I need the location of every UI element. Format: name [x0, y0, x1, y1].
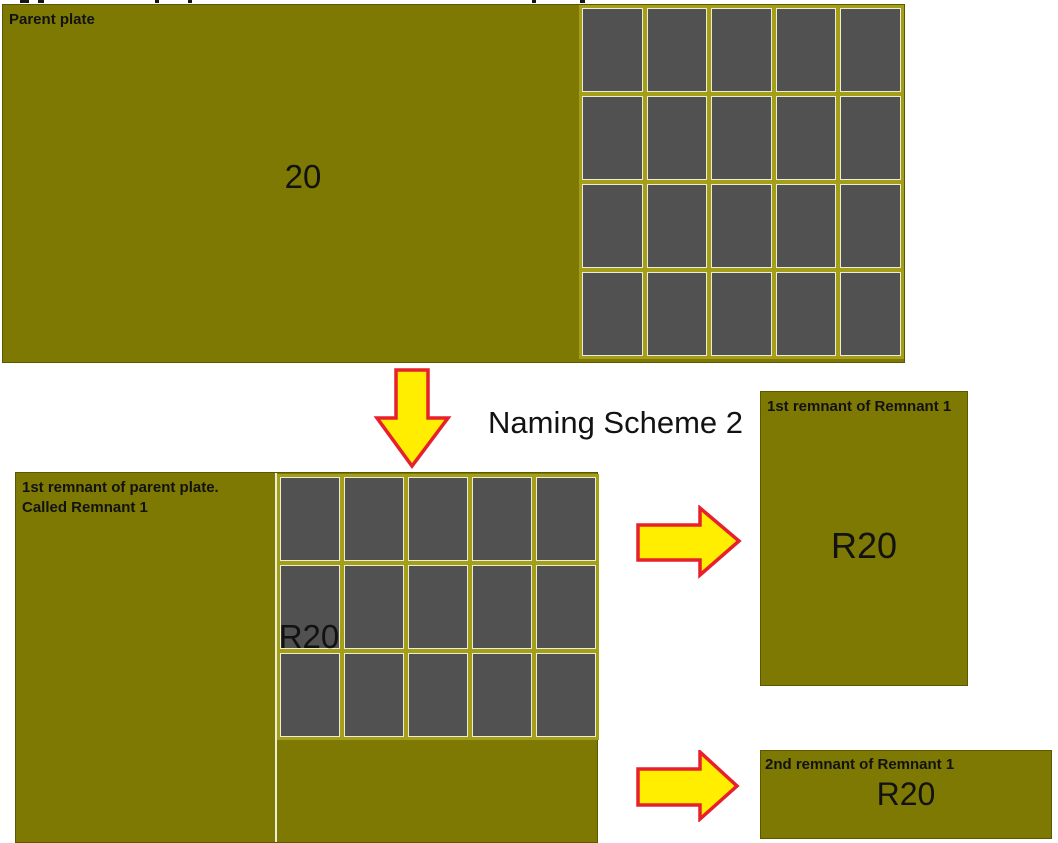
nested-part-cell [472, 477, 532, 561]
remnant-1-2-number: R20 [876, 776, 936, 812]
nested-part-cell [582, 96, 643, 180]
cropped-text-artifact [580, 0, 585, 3]
nested-part-cell [472, 565, 532, 649]
remnant-1-label-line2: Called Remnant 1 [22, 499, 148, 516]
remnant-cut-line [275, 473, 277, 842]
nested-part-cell [646, 8, 708, 92]
remnant-1-2-label: 2nd remnant of Remnant 1 [765, 756, 955, 773]
nested-part-cell [646, 272, 708, 356]
nested-part-cell [840, 184, 901, 268]
nested-part-cell [775, 8, 837, 92]
parent-plate-label: Parent plate [9, 11, 95, 28]
nested-part-cell [840, 96, 901, 180]
nested-part-cell [775, 184, 837, 268]
remnant-1-1-plate: 1st remnant of Remnant 1 R20 [760, 391, 968, 686]
nested-part-cell [582, 8, 643, 92]
nested-part-cell [280, 477, 340, 561]
nested-part-cell [711, 8, 772, 92]
nested-part-cell [775, 96, 837, 180]
nested-part-cell [408, 565, 468, 649]
remnant-1-1-label: 1st remnant of Remnant 1 [767, 398, 952, 415]
nested-part-cell [646, 96, 708, 180]
nested-part-cell [646, 184, 708, 268]
parent-plate: Parent plate 20 [2, 4, 905, 363]
nested-part-cell [344, 653, 404, 737]
remnant-1-label: 1st remnant of parent plate. Called Remn… [22, 478, 219, 518]
diagram-title: Naming Scheme 2 [488, 405, 744, 440]
remnant-1-2-plate: 2nd remnant of Remnant 1 R20 [760, 750, 1052, 839]
cropped-text-artifact [188, 0, 192, 3]
right-arrow-icon [636, 750, 740, 822]
cropped-text-artifact [532, 0, 536, 3]
down-arrow-icon [373, 368, 452, 469]
nested-part-cell [536, 565, 596, 649]
nested-part-cell [408, 477, 468, 561]
right-arrow-icon [636, 505, 742, 579]
cropped-text-artifact [38, 0, 44, 3]
nested-part-cell [280, 653, 340, 737]
nested-part-cell [582, 184, 643, 268]
parent-plate-number: 20 [284, 158, 322, 195]
nested-part-cell [840, 272, 901, 356]
nested-part-cell [472, 653, 532, 737]
remnant-1-label-line1: 1st remnant of parent plate. [22, 479, 219, 496]
cropped-text-artifact [155, 0, 159, 3]
cropped-text-artifact [20, 0, 29, 3]
nested-part-cell [775, 272, 837, 356]
remnant-1-plate: 1st remnant of parent plate. Called Remn… [15, 472, 599, 843]
nested-part-cell [536, 477, 596, 561]
nested-part-cell [582, 272, 643, 356]
nested-part-cell [711, 272, 772, 356]
nested-part-cell [344, 477, 404, 561]
nested-part-cell [408, 653, 468, 737]
nested-parts-grid [579, 5, 904, 359]
remnant-1-1-number: R20 [830, 525, 898, 566]
nested-part-cell [344, 565, 404, 649]
nested-part-cell [711, 96, 772, 180]
remnant-1-number: R20 [278, 618, 340, 655]
nested-parts-grid [277, 474, 599, 740]
nested-part-cell [280, 565, 340, 649]
nested-part-cell [536, 653, 596, 737]
nested-part-cell [711, 184, 772, 268]
nested-part-cell [840, 8, 901, 92]
